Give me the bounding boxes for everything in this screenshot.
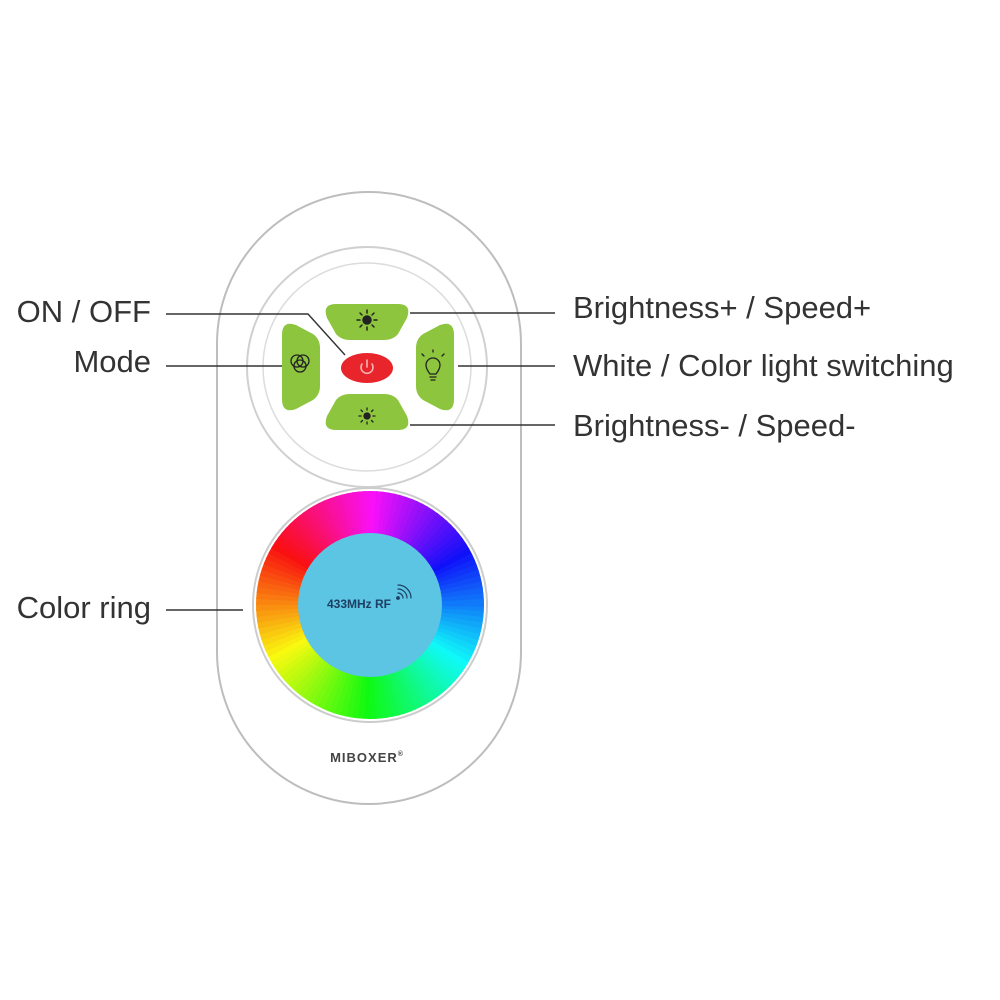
white-color-button[interactable] [416,323,454,411]
brand-name: MIBOXER [330,750,398,765]
label-on-off: ON / OFF [16,294,151,329]
brand-logo: MIBOXER® [330,750,404,765]
sun-small-icon [358,407,376,425]
wireless-signal-icon [396,584,412,600]
leader-lines [166,312,555,611]
power-icon [360,359,374,375]
control-outer-ring [246,246,488,488]
sun-large-icon [356,309,378,331]
leader-line-on-off [166,313,346,356]
label-color-ring: Color ring [16,590,151,625]
power-button[interactable] [341,353,393,383]
rf-center-pad[interactable] [298,533,442,677]
color-ring-outer-border [252,487,488,723]
brightness-minus-button[interactable] [325,394,409,430]
rgb-circles-icon [290,354,310,373]
rf-label: 433MHz RF [327,597,391,611]
label-white-color-switching: White / Color light switching [573,348,954,383]
label-brightness-minus: Brightness- / Speed- [573,408,856,443]
label-mode: Mode [73,344,151,379]
label-brightness-plus: Brightness+ / Speed+ [573,290,872,325]
brand-mark: ® [398,750,404,758]
light-bulb-icon [421,349,445,381]
control-inner-ring [262,262,472,472]
